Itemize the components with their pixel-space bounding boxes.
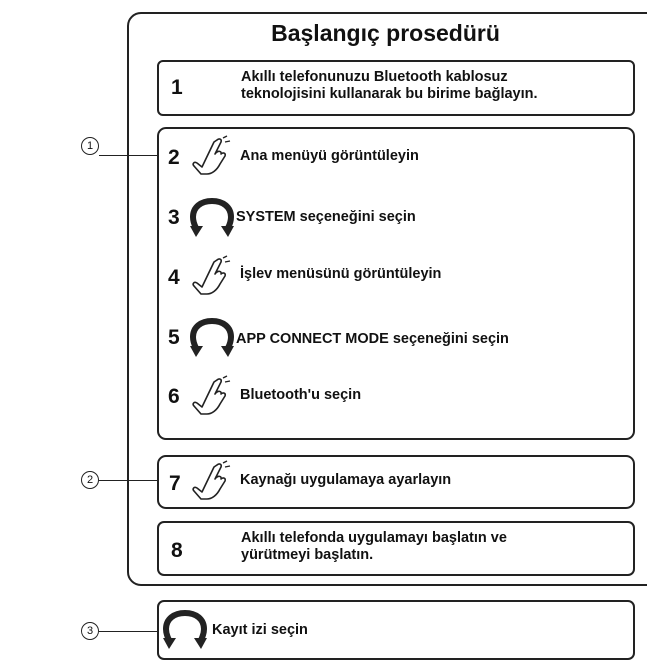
step-number: 1 bbox=[171, 76, 183, 99]
step-text-line: Akıllı telefonunuzu Bluetooth kablosuz bbox=[241, 69, 508, 85]
step-1-box: 1 Akıllı telefonunuzu Bluetooth kablosuz… bbox=[157, 60, 635, 116]
step-2-number: 2 bbox=[168, 146, 180, 169]
step-7-text: Kaynağı uygulamaya ayarlayın bbox=[240, 472, 452, 488]
step-6-text: Bluetooth'u seçin bbox=[240, 387, 362, 403]
step-5-text: APP CONNECT MODE seçeneğini seçin bbox=[236, 331, 509, 348]
step-8-number: 8 bbox=[171, 539, 183, 562]
step-3-number: 3 bbox=[168, 206, 180, 229]
step-9-box: Kayıt izi seçin bbox=[157, 600, 635, 660]
step-7-box: 7 Kaynağı uygulamaya ayarlayın bbox=[157, 455, 635, 509]
step-3-text: SYSTEM seçeneğini seçin bbox=[236, 209, 416, 226]
step-8-text: Akıllı telefonda uygulamayı başlatın ve … bbox=[241, 530, 507, 564]
step-5-number: 5 bbox=[168, 326, 180, 349]
callout-1: 1 bbox=[81, 137, 99, 155]
procedure-frame bbox=[127, 12, 647, 586]
step-text: Akıllı telefonunuzu Bluetooth kablosuz t… bbox=[241, 69, 538, 103]
finger-press-icon bbox=[192, 135, 231, 175]
callout-2: 2 bbox=[81, 471, 99, 489]
callout-3: 3 bbox=[81, 622, 99, 640]
step-7-number: 7 bbox=[169, 472, 181, 495]
step-2-text: Ana menüyü görüntüleyin bbox=[240, 148, 419, 164]
procedure-title: Başlangıç prosedürü bbox=[271, 20, 500, 46]
finger-press-icon bbox=[192, 375, 231, 415]
step-9-text: Kayıt izi seçin bbox=[212, 622, 308, 638]
callout-3-leader bbox=[99, 631, 157, 632]
step-5-rest: seçeneğini seçin bbox=[388, 331, 509, 347]
finger-press-icon bbox=[192, 460, 231, 500]
step-4-number: 4 bbox=[168, 266, 180, 289]
step-8-box: 8 Akıllı telefonda uygulamayı başlatın v… bbox=[157, 521, 635, 576]
callout-2-leader bbox=[99, 480, 157, 481]
finger-press-icon bbox=[192, 255, 231, 295]
step-text-line: Akıllı telefonda uygulamayı başlatın ve bbox=[241, 530, 507, 546]
step-6-number: 6 bbox=[168, 385, 180, 408]
step-3-rest: seçeneğini seçin bbox=[295, 209, 416, 225]
rotary-knob-icon bbox=[189, 317, 235, 357]
rotary-knob-icon bbox=[162, 609, 208, 649]
step-5-keyword: APP CONNECT MODE bbox=[236, 331, 389, 347]
step-3-keyword: SYSTEM bbox=[236, 209, 296, 225]
step-group-box bbox=[157, 127, 635, 440]
callout-1-leader bbox=[99, 155, 157, 156]
step-text-line: yürütmeyi başlatın. bbox=[241, 547, 374, 563]
rotary-knob-icon bbox=[189, 197, 235, 237]
step-4-text: İşlev menüsünü görüntüleyin bbox=[240, 266, 442, 282]
step-text-line: teknolojisini kullanarak bu birime bağla… bbox=[241, 86, 538, 102]
